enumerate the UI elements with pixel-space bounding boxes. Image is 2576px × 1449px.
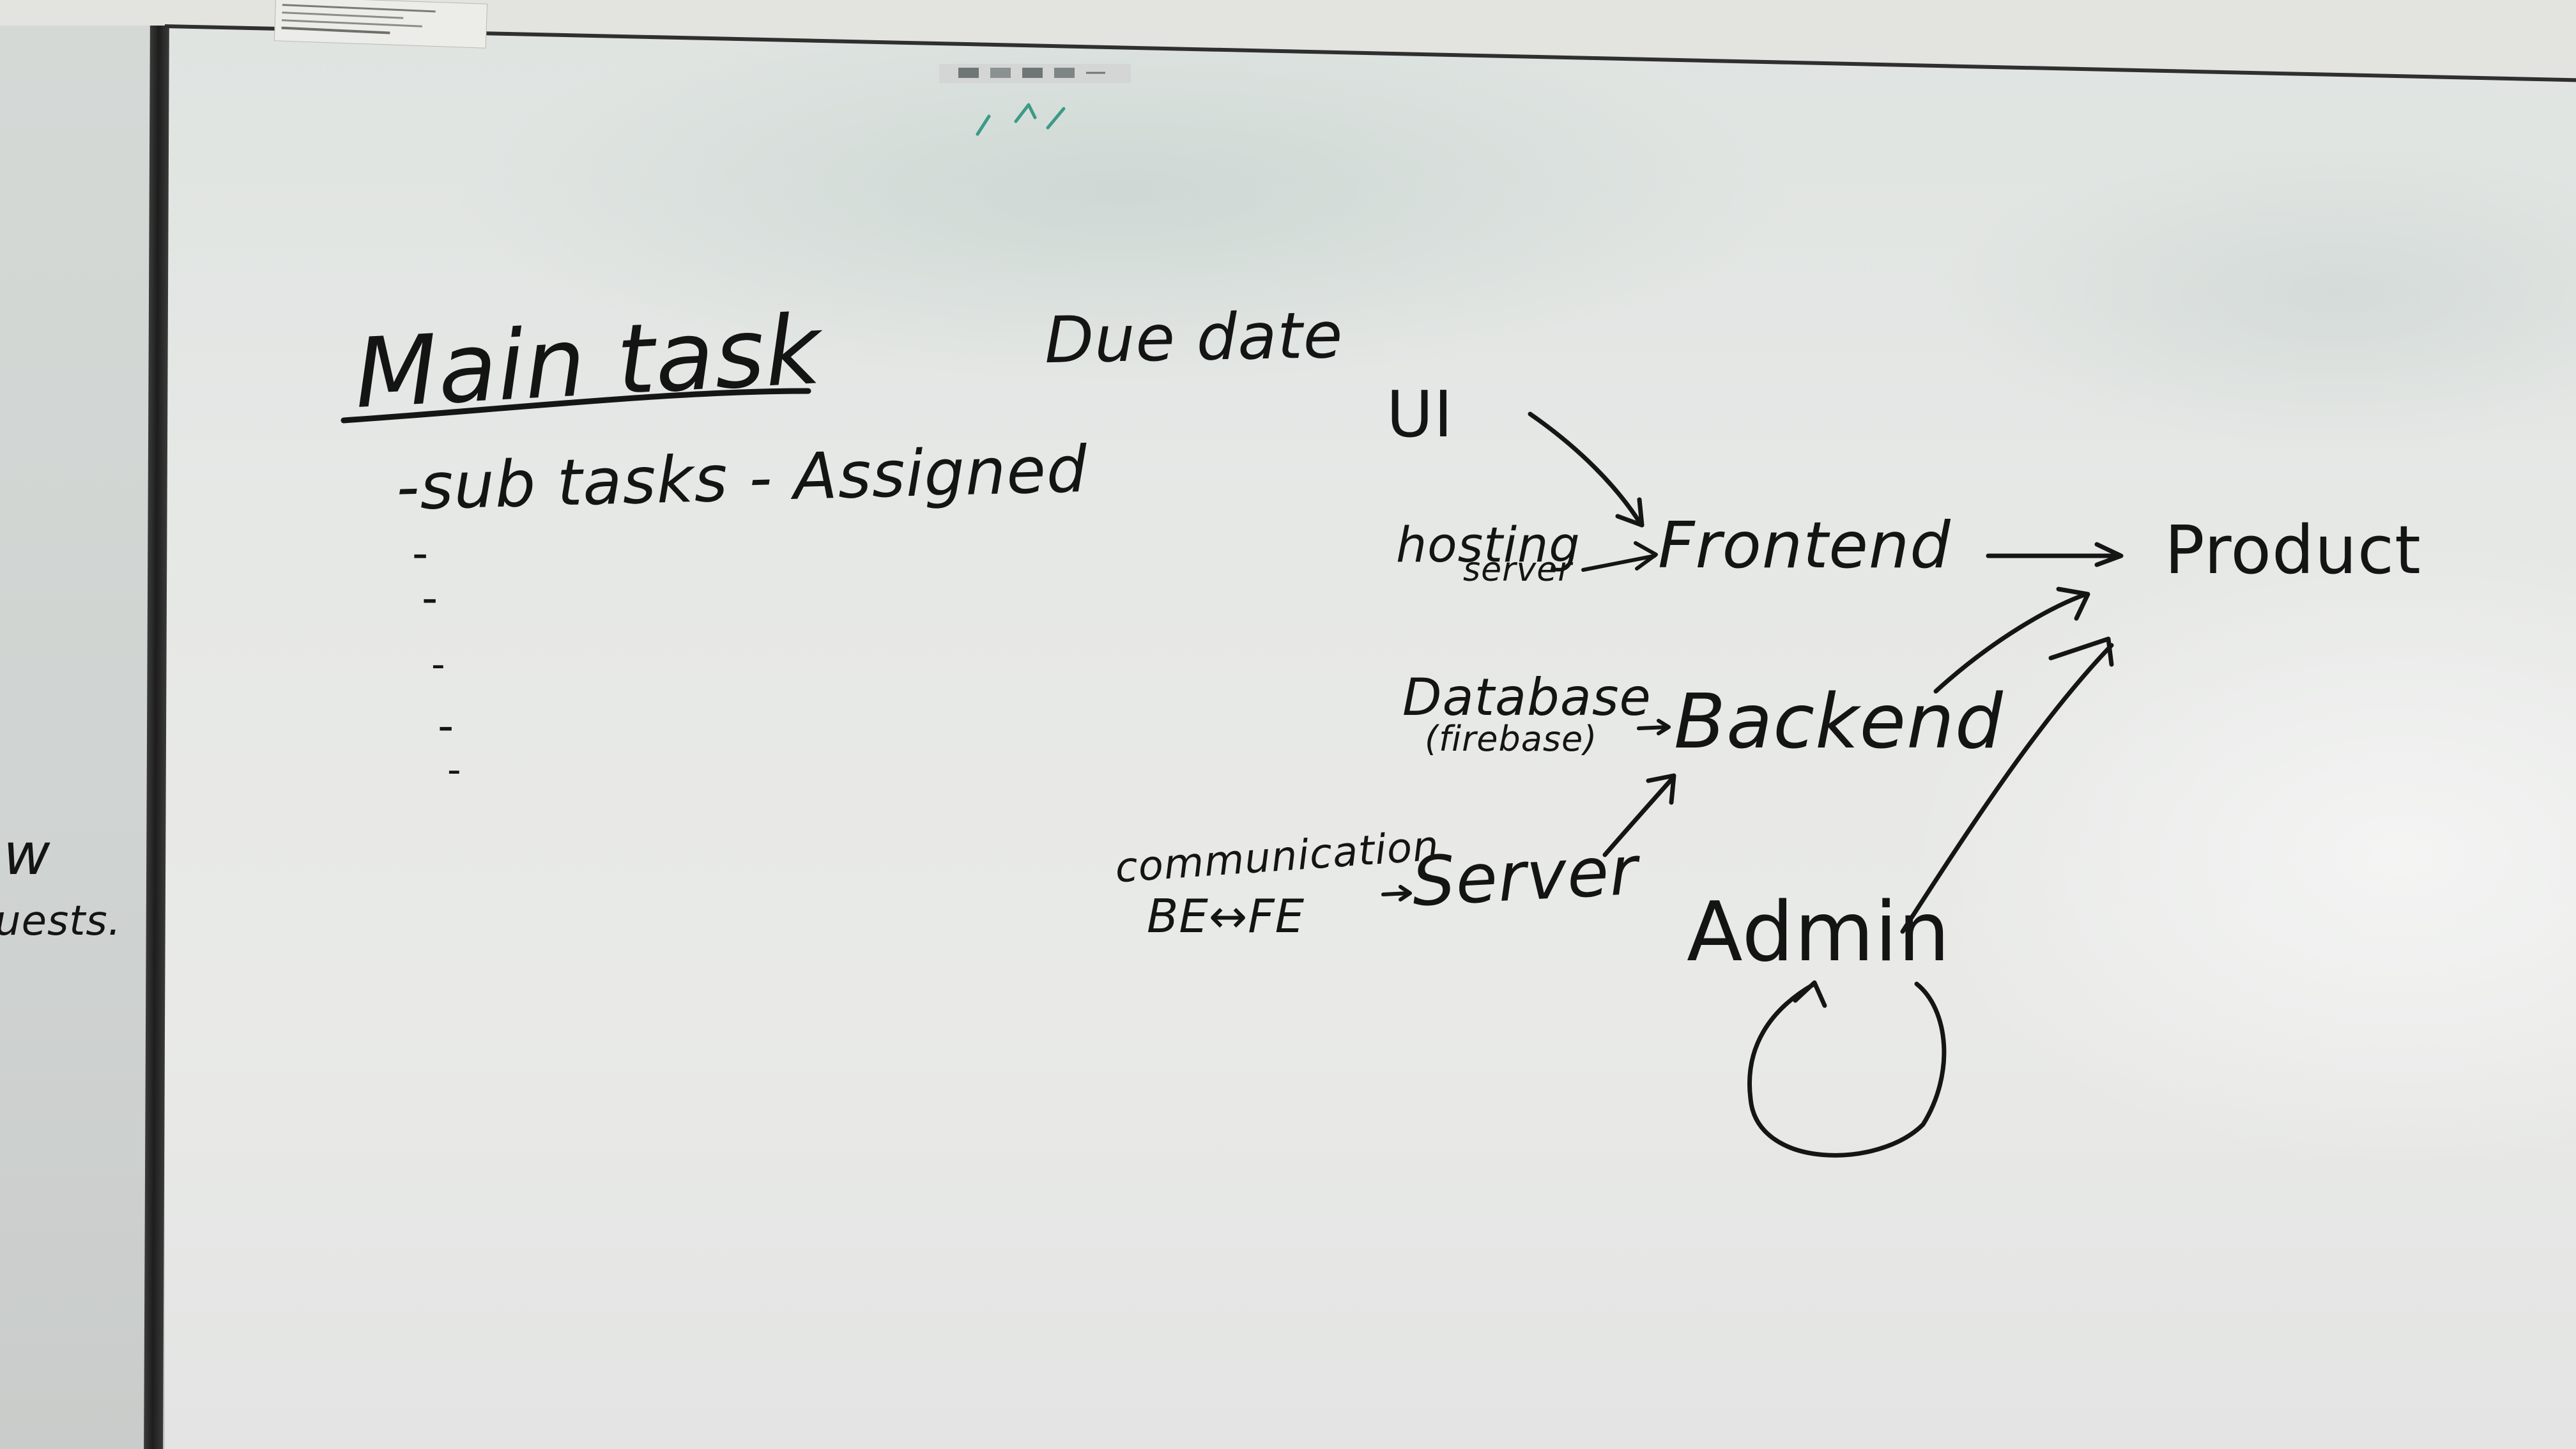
admin-self-loop [1747,981,1947,1158]
diagram-label-product: Product [2165,511,2421,589]
arrow-befe-server [1381,891,1411,896]
arrowhead-frontend-product [2094,542,2124,567]
bullet-dash: - [422,572,439,624]
admin-loop-arrowhead [1793,980,1827,1008]
arrowhead-befe-server [1399,885,1412,901]
arrow-server-backend [1602,776,1675,857]
arrowhead-database-backend [1657,719,1671,735]
diagram-label-hosting-server: server [1463,551,1572,589]
diagram-label-be-fe: BE↔FE [1147,889,1305,943]
arrowhead-ui-frontend [1615,497,1644,528]
due-date-heading: Due date [1044,297,1344,378]
arrow-admin-product [1900,643,2114,934]
bullet-dash: - [412,527,429,579]
magnet-strip [939,64,1131,83]
heading-underline [341,388,811,424]
diagram-label-hosting: hosting [1396,516,1581,573]
arrow-backend-product [1933,592,2089,694]
left-board-text-fragment-2: uests. [0,898,122,945]
arrow-database-backend [1637,725,1669,730]
arrowhead-hosting-frontend [1634,541,1658,571]
bullet-dash: - [447,747,462,792]
arrow-ui-frontend [1528,411,1643,526]
arrowhead-server-backend [1646,773,1676,805]
diagram-label-firebase: (firebase) [1425,719,1598,759]
arrow-hosting-frontend [1581,554,1657,572]
diagram-label-database: Database [1402,668,1652,727]
diagram-label-backend: Backend [1674,677,2004,765]
arrowhead-backend-product [2056,586,2090,621]
diagram-label-server: Server [1410,831,1640,922]
arrowhead-admin-product [2048,636,2114,667]
left-board-text-fragment-1: w [3,821,51,888]
teal-marks [976,103,1066,136]
diagram-label-admin: Admin [1687,885,1951,980]
bullet-dash: - [431,642,446,687]
paper-sign [273,0,488,49]
bullet-dash: - [438,700,455,752]
main-whiteboard [165,26,2576,1449]
diagram-label-frontend: Frontend [1658,508,1951,583]
diagram-label-ui: UI [1386,377,1453,452]
